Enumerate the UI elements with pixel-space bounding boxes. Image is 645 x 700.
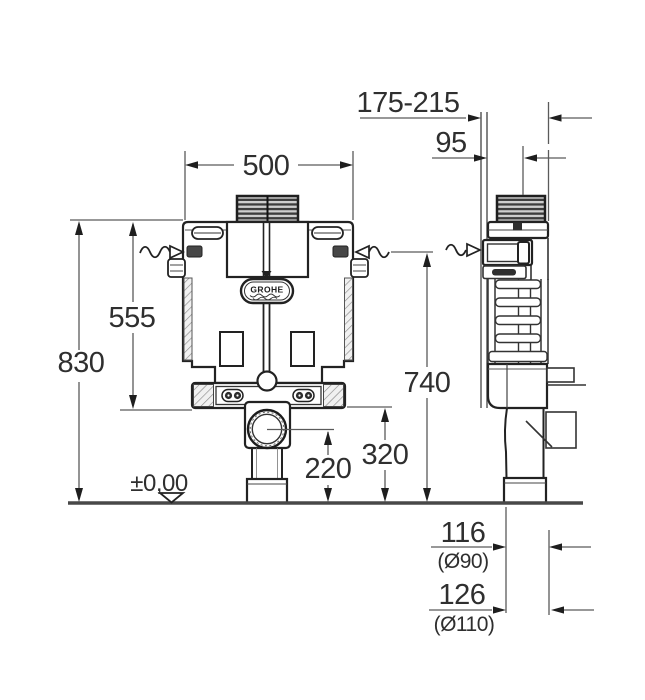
arrow-up-icon xyxy=(324,431,332,445)
water-supply-symbols xyxy=(139,242,483,260)
dim-width-label: 500 xyxy=(243,150,290,182)
arrow-up-icon xyxy=(423,253,431,267)
dim-inlet-height-label: 740 xyxy=(404,367,451,399)
frame-window-right xyxy=(290,331,315,367)
inlet-arrow-left-icon xyxy=(169,244,186,260)
drain-pipe-flange xyxy=(245,477,289,505)
arrow-right-icon xyxy=(493,543,506,551)
arrow-right-icon xyxy=(340,161,353,169)
dim-outlet2-diameter-label: (Ø110) xyxy=(434,613,495,636)
inlet-arrow-right-icon xyxy=(353,244,370,260)
frame-window-left xyxy=(219,331,244,367)
arrow-down-icon xyxy=(75,488,83,502)
arrow-down-icon xyxy=(324,488,332,502)
arrow-left-icon xyxy=(548,114,562,122)
cap-detail xyxy=(513,222,522,231)
dim-bracket-height-label: 320 xyxy=(362,439,409,471)
grohe-logo-text: GROHE xyxy=(250,285,283,295)
elbow-pipe xyxy=(502,407,553,505)
arrow-up-icon xyxy=(75,221,83,235)
arrow-right-icon xyxy=(468,114,481,122)
arrow-right-icon xyxy=(474,154,487,162)
grohe-logo: GROHE xyxy=(239,277,295,305)
arrow-down-icon xyxy=(381,488,389,502)
arrow-down-icon xyxy=(423,488,431,502)
floor-level-marker-icon xyxy=(157,492,186,504)
inlet-valve-box xyxy=(481,238,534,267)
dim-outlet1-diameter-label: (Ø90) xyxy=(437,550,488,573)
wall-bracket-side xyxy=(482,265,527,280)
dim-plate-depth-label: 95 xyxy=(435,127,466,159)
left-rail-hatch xyxy=(183,277,193,361)
wavy-line-icon xyxy=(139,245,171,259)
floor-level-label: ±0,00 xyxy=(130,470,188,497)
flush-shaft-side xyxy=(495,194,547,224)
arrow-right-icon xyxy=(493,606,506,614)
side-clamps xyxy=(167,245,369,278)
dim-tank-height-label: 555 xyxy=(109,302,156,334)
dim-outlet-height-label: 220 xyxy=(305,453,352,485)
arrow-down-icon xyxy=(129,395,137,409)
dim-total-height-label: 830 xyxy=(58,347,105,379)
inlet-arrow-side-icon xyxy=(466,242,483,258)
arrow-left-icon xyxy=(549,543,562,551)
arrow-left-icon xyxy=(551,606,564,614)
dimensions: 500 830 555 740 320 220 xyxy=(58,87,594,636)
outlet-housing-side xyxy=(486,362,549,410)
arrow-up-icon xyxy=(129,222,137,236)
arrow-up-icon xyxy=(381,408,389,422)
wavy-line-icon xyxy=(445,243,467,257)
flush-bend-port xyxy=(256,370,278,392)
arrow-left-icon xyxy=(524,154,537,162)
dim-outlet1-offset-label: 116 xyxy=(441,517,486,549)
valve-access-box xyxy=(225,220,310,279)
right-rail-hatch xyxy=(344,277,353,361)
outlet-stub-lower xyxy=(545,411,577,449)
pointer-triangle xyxy=(261,271,272,279)
frame-ladder xyxy=(487,279,549,364)
dim-outlet2-offset-label: 126 xyxy=(439,579,486,611)
side-view xyxy=(480,112,586,505)
wavy-line-icon xyxy=(368,245,390,259)
outlet-stub-upper xyxy=(546,367,575,383)
mounting-slots xyxy=(191,226,344,240)
front-view: GROHE xyxy=(167,194,369,505)
arrow-left-icon xyxy=(185,161,198,169)
elbow-flange xyxy=(502,476,548,505)
outlet-assembly xyxy=(243,400,292,505)
dim-depth-range-label: 175-215 xyxy=(357,87,460,119)
